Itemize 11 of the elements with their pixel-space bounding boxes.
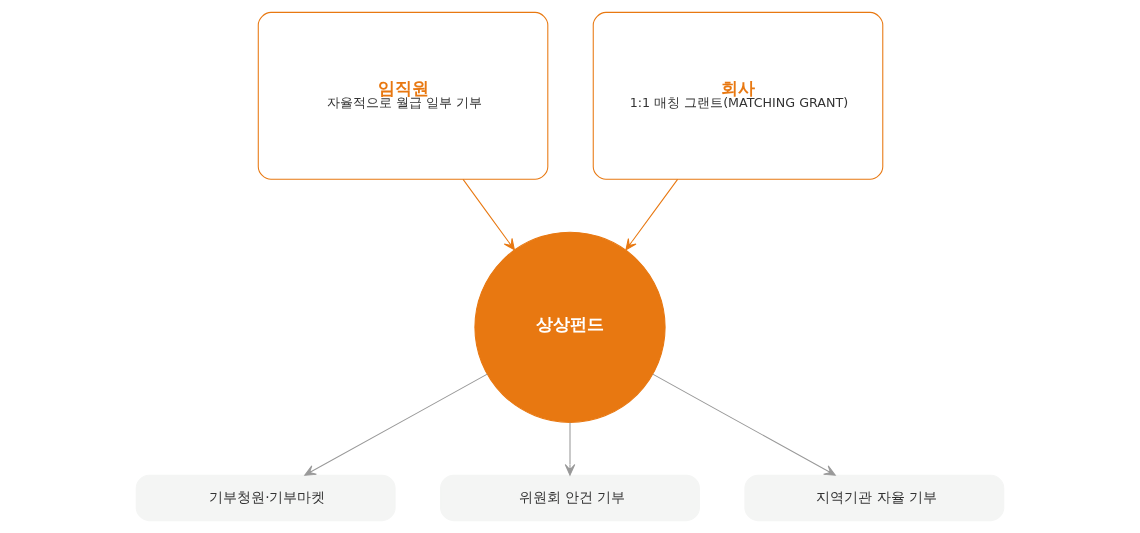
- node-box: 위원회 안건 기부: [440, 474, 700, 522]
- node-box: 기부청원·기부마켓: [135, 474, 396, 522]
- arrow: [304, 373, 488, 476]
- node-box: 지역기관 자율 기부: [744, 474, 1005, 522]
- arrow: [462, 178, 515, 251]
- node-circle: 상상펀드: [474, 231, 666, 423]
- arrow: [625, 178, 679, 251]
- node-box: 임직원 자율적으로 월급 일부 기부: [257, 11, 549, 180]
- arrow: [564, 421, 576, 476]
- arrow: [652, 373, 836, 476]
- node-box: 회사 1:1 매칭 그랜트(MATCHING GRANT): [592, 11, 884, 180]
